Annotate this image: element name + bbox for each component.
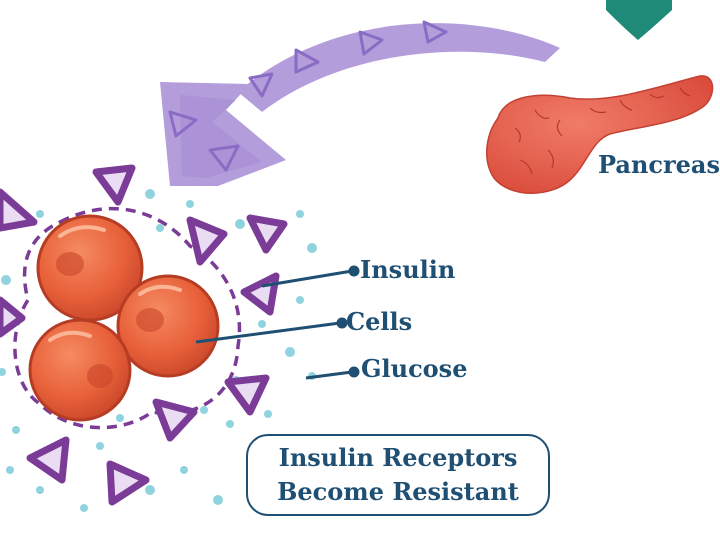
cells-label: Cells (346, 307, 413, 336)
teal-heart-shape (606, 0, 672, 40)
pancreas-label: Pancreas (598, 150, 720, 179)
caption-line-1: Insulin Receptors (278, 443, 518, 472)
insulin-flow-arrow (160, 20, 560, 186)
cells-cluster (28, 214, 220, 422)
insulin-molecules (0, 164, 288, 506)
label-leader-lines (195, 265, 360, 380)
caption-box: Insulin Receptors Become Resistant (246, 434, 550, 516)
pancreas-organ (486, 75, 714, 194)
glucose-label: Glucose (361, 354, 468, 383)
insulin-label: Insulin (360, 255, 456, 284)
cell-membrane (13, 206, 242, 430)
caption-line-2: Become Resistant (277, 477, 519, 506)
